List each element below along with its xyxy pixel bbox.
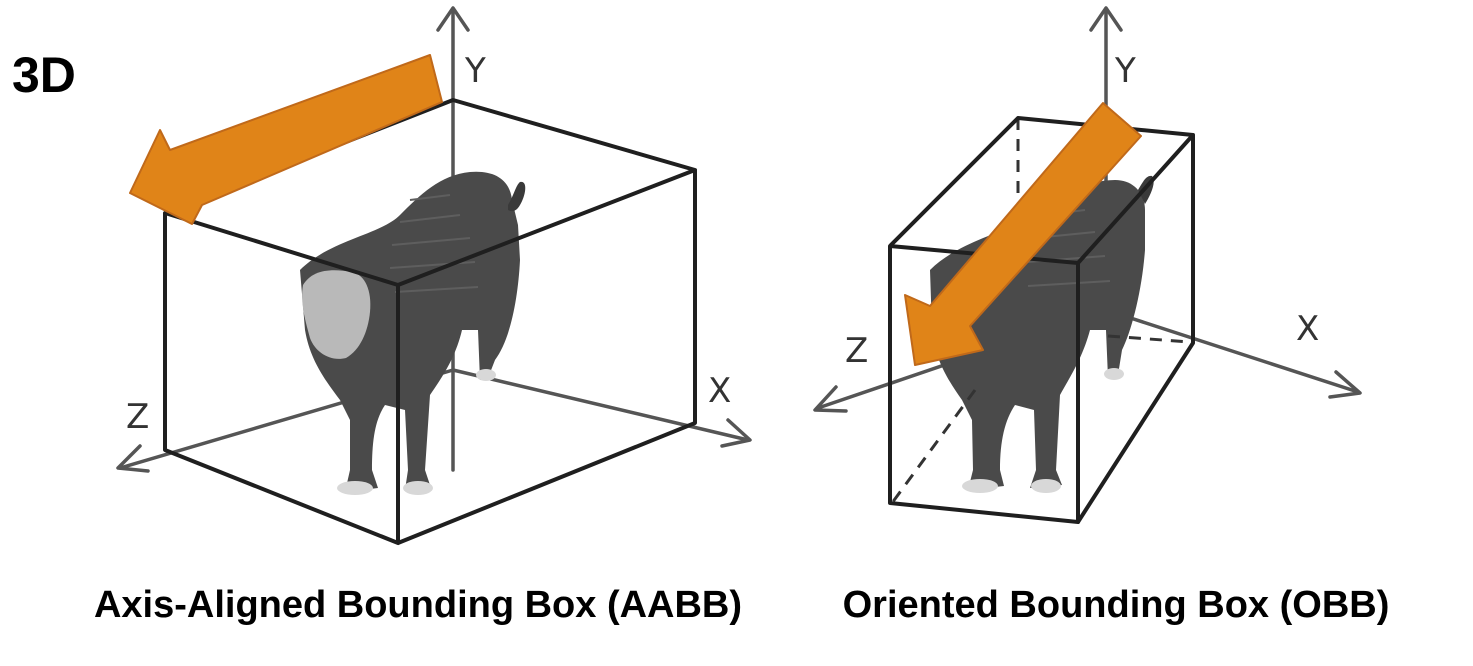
obb-z-arrowhead [813, 385, 848, 413]
obb-orange-arrow [904, 102, 1142, 366]
aabb-y-arrowhead [436, 6, 470, 32]
aabb-orange-arrow [129, 54, 443, 225]
aabb-caption: Axis-Aligned Bounding Box (AABB) [94, 584, 742, 626]
obb-caption: Oriented Bounding Box (OBB) [843, 584, 1390, 626]
aabb-animal-figure [300, 171, 526, 495]
obb-z-label: Z [845, 331, 868, 371]
heading-3d: 3D [12, 47, 76, 103]
obb-x-arrowhead [1328, 370, 1362, 399]
obb-hidden-edge-back [1107, 334, 1191, 344]
aabb-x-axis [451, 368, 750, 442]
aabb-z-label: Z [126, 397, 149, 437]
obb-x-axis [1104, 308, 1360, 394]
aabb-panel: Y X Z [116, 6, 752, 545]
obb-hidden-edge-bottom [890, 389, 977, 504]
obb-panel: Y X Z [813, 6, 1362, 524]
obb-y-arrowhead [1089, 6, 1123, 32]
aabb-x-arrowhead [720, 418, 752, 448]
aabb-y-label: Y [464, 51, 486, 91]
aabb-x-label: X [708, 371, 731, 411]
aabb-z-arrowhead [116, 444, 150, 473]
obb-x-label: X [1296, 309, 1319, 349]
obb-y-label: Y [1114, 51, 1136, 91]
